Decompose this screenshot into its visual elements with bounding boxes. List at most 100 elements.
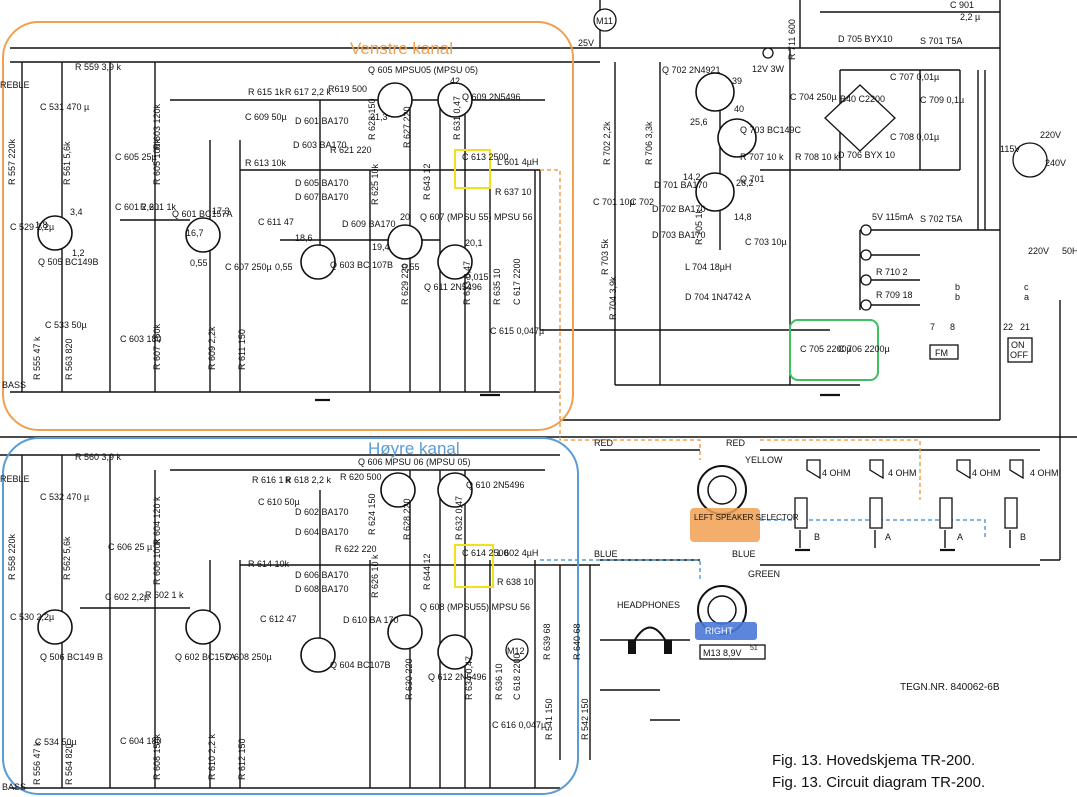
- psu-q-703: Q 703 BC149C: [740, 125, 802, 135]
- psu-r-711: R 711 600: [787, 19, 797, 60]
- right-r-626: R 626 10 k: [370, 554, 380, 598]
- c613-highlight: [454, 149, 491, 189]
- right-c-608: C 608 250µ: [225, 652, 272, 662]
- left-voltage-2: 1,2: [72, 248, 85, 258]
- left-voltage-5: 0,55: [190, 258, 208, 268]
- mains-115: 115V: [1000, 144, 1020, 154]
- left-r-561: R 561 5,6k: [62, 141, 72, 185]
- right-r-636: R 636 10: [494, 663, 504, 700]
- psu-d-703: D 703 BA170: [652, 230, 706, 240]
- psu-c-704: C 704 250µ: [790, 92, 837, 102]
- right-c-602: C 602 2,2µ: [105, 592, 149, 602]
- right-l-602: L 602 4µH: [497, 548, 538, 558]
- m11-label: M11: [596, 16, 613, 26]
- right-c-532: C 532 470 µ: [40, 492, 89, 502]
- right-d-602: D 602 BA170: [295, 507, 349, 517]
- transistor-symbols: [37, 72, 757, 673]
- out-220: 220V: [1028, 246, 1049, 256]
- psu-c-705: C 705 2200µ: [800, 344, 852, 354]
- c705-c706-highlight: [789, 319, 879, 381]
- right-c-606: C 606 25 µ: [108, 542, 152, 552]
- headphones-icon: [628, 626, 672, 654]
- speaker-2-term: A: [885, 532, 891, 542]
- right-c-612: C 612 47: [260, 614, 297, 624]
- right-r-628: R 628 220: [402, 498, 412, 540]
- right-d-610: D 610 BA 170: [343, 615, 399, 625]
- figure-caption: Fig. 13. Hovedskjema TR-200. Fig. 13. Ci…: [772, 752, 985, 791]
- switch-on: ON: [1011, 340, 1025, 350]
- output-labels: RED RED YELLOW BLUE BLUE GREEN LEFT SPEA…: [594, 438, 1059, 693]
- psu-d-701: D 701 BA170: [654, 180, 708, 190]
- m12-label: M12: [507, 646, 525, 656]
- left-c-613: C 613 2500: [462, 152, 509, 162]
- right-c-530: C 530 2,2µ: [10, 612, 54, 622]
- wire-blue-2: BLUE: [732, 549, 756, 559]
- right-selector-sub: M13 8,9V: [703, 648, 742, 658]
- psu-b40-c2200: B40 C2200: [840, 94, 885, 104]
- switch-off: OFF: [1010, 350, 1028, 360]
- right-r-541: R 541 150: [544, 698, 554, 740]
- left-c-601: C 601 2,2µ: [115, 202, 159, 212]
- left-r-605: R 605 100k: [152, 138, 162, 185]
- switch-fm: FM: [935, 348, 948, 358]
- right-q-606: Q 606 MPSU 06 (MPSU 05): [358, 457, 471, 467]
- test-point-m12: [505, 638, 529, 662]
- test-point-m11: [593, 8, 617, 32]
- psu-c-706: C 706 2200µ: [838, 344, 890, 354]
- left-q-607: Q 607 (MPSU 55) MPSU 56: [420, 212, 533, 222]
- lamp-label: 12V 3W: [752, 64, 785, 74]
- psu-l-704: L 704 18µH: [685, 262, 731, 272]
- left-r619: R619 500: [328, 84, 367, 94]
- psu-r-709: R 709 18: [876, 290, 913, 300]
- left-d-605: D 605 BA170: [295, 178, 349, 188]
- psu-r-703: R 703 5k: [600, 238, 610, 275]
- right-r-562: R 562 5,6k: [62, 536, 72, 580]
- left-q-601: Q 601 BC157A: [172, 209, 233, 219]
- right-selector-label: RIGHT: [705, 626, 734, 636]
- left-d-609: D 609 BA170: [342, 219, 396, 229]
- left-r-611: R 611 150: [237, 329, 247, 370]
- psu-s-701: S 701 T5A: [920, 36, 962, 46]
- wire-yellow: YELLOW: [745, 455, 783, 465]
- speaker-3-term: A: [957, 532, 963, 542]
- left-c-531: C 531 470 µ: [40, 102, 89, 112]
- psu-voltage-1: 25,6: [690, 117, 708, 127]
- left-r-559: R 559 3,9 k: [75, 62, 122, 72]
- left-voltage-4: 16,7: [186, 228, 204, 238]
- power-supply-labels: 5V 115mA 115V 220V 240V 220V 50H FM ON O…: [872, 130, 1077, 363]
- left-r-637: R 637 10: [495, 187, 532, 197]
- right-r-630: R 630 220: [404, 658, 414, 700]
- left-voltage-1: 1,8: [35, 220, 48, 230]
- psu-r-708: R 708 10 k: [795, 152, 839, 162]
- left-voltage-6: 0,55: [275, 262, 293, 272]
- left-q-609: Q 609 2N5496: [462, 92, 521, 102]
- left-r-621: R 621 220: [330, 145, 372, 155]
- right-r-639: R 639 68: [542, 623, 552, 660]
- left-c-615: C 615 0,047µ: [490, 326, 544, 336]
- left-q-603: Q 603 BC 107B: [330, 260, 393, 270]
- bridge-rectifier: [824, 84, 896, 152]
- psu-r-704: R 704 3,9k: [608, 276, 618, 320]
- psu-d-702: D 702 BA170: [652, 204, 706, 214]
- psu-voltage-3: 14,2: [683, 172, 701, 182]
- left-channel-title: Venstre kanal: [350, 39, 453, 58]
- right-d-606: D 606 BA170: [295, 570, 349, 580]
- speaker-4-ohm: 4 OHM: [1030, 468, 1059, 478]
- left-r-603: R 603 120k: [152, 103, 162, 150]
- right-q-608: Q 608 (MPSU55) MPSU 56: [420, 602, 530, 612]
- right-q-602: Q 602 BC157A: [175, 652, 236, 662]
- wire-blue-1: BLUE: [594, 549, 618, 559]
- psu-d-706: D 706 BYX 10: [838, 150, 895, 160]
- right-r-564: R 564 820: [64, 743, 74, 785]
- right-q-604: Q 604 BC107B: [330, 660, 391, 670]
- lamp-5v: 5V 115mA: [872, 212, 913, 222]
- left-r-607: R 607 150k: [152, 323, 162, 370]
- left-l-601: L 601 4µH: [497, 157, 538, 167]
- pin-8: 8: [950, 322, 955, 332]
- left-r-631: R 631 0,47: [452, 96, 462, 140]
- right-channel-title: Høyre kanal: [368, 439, 460, 458]
- speaker-3-ohm: 4 OHM: [972, 468, 1001, 478]
